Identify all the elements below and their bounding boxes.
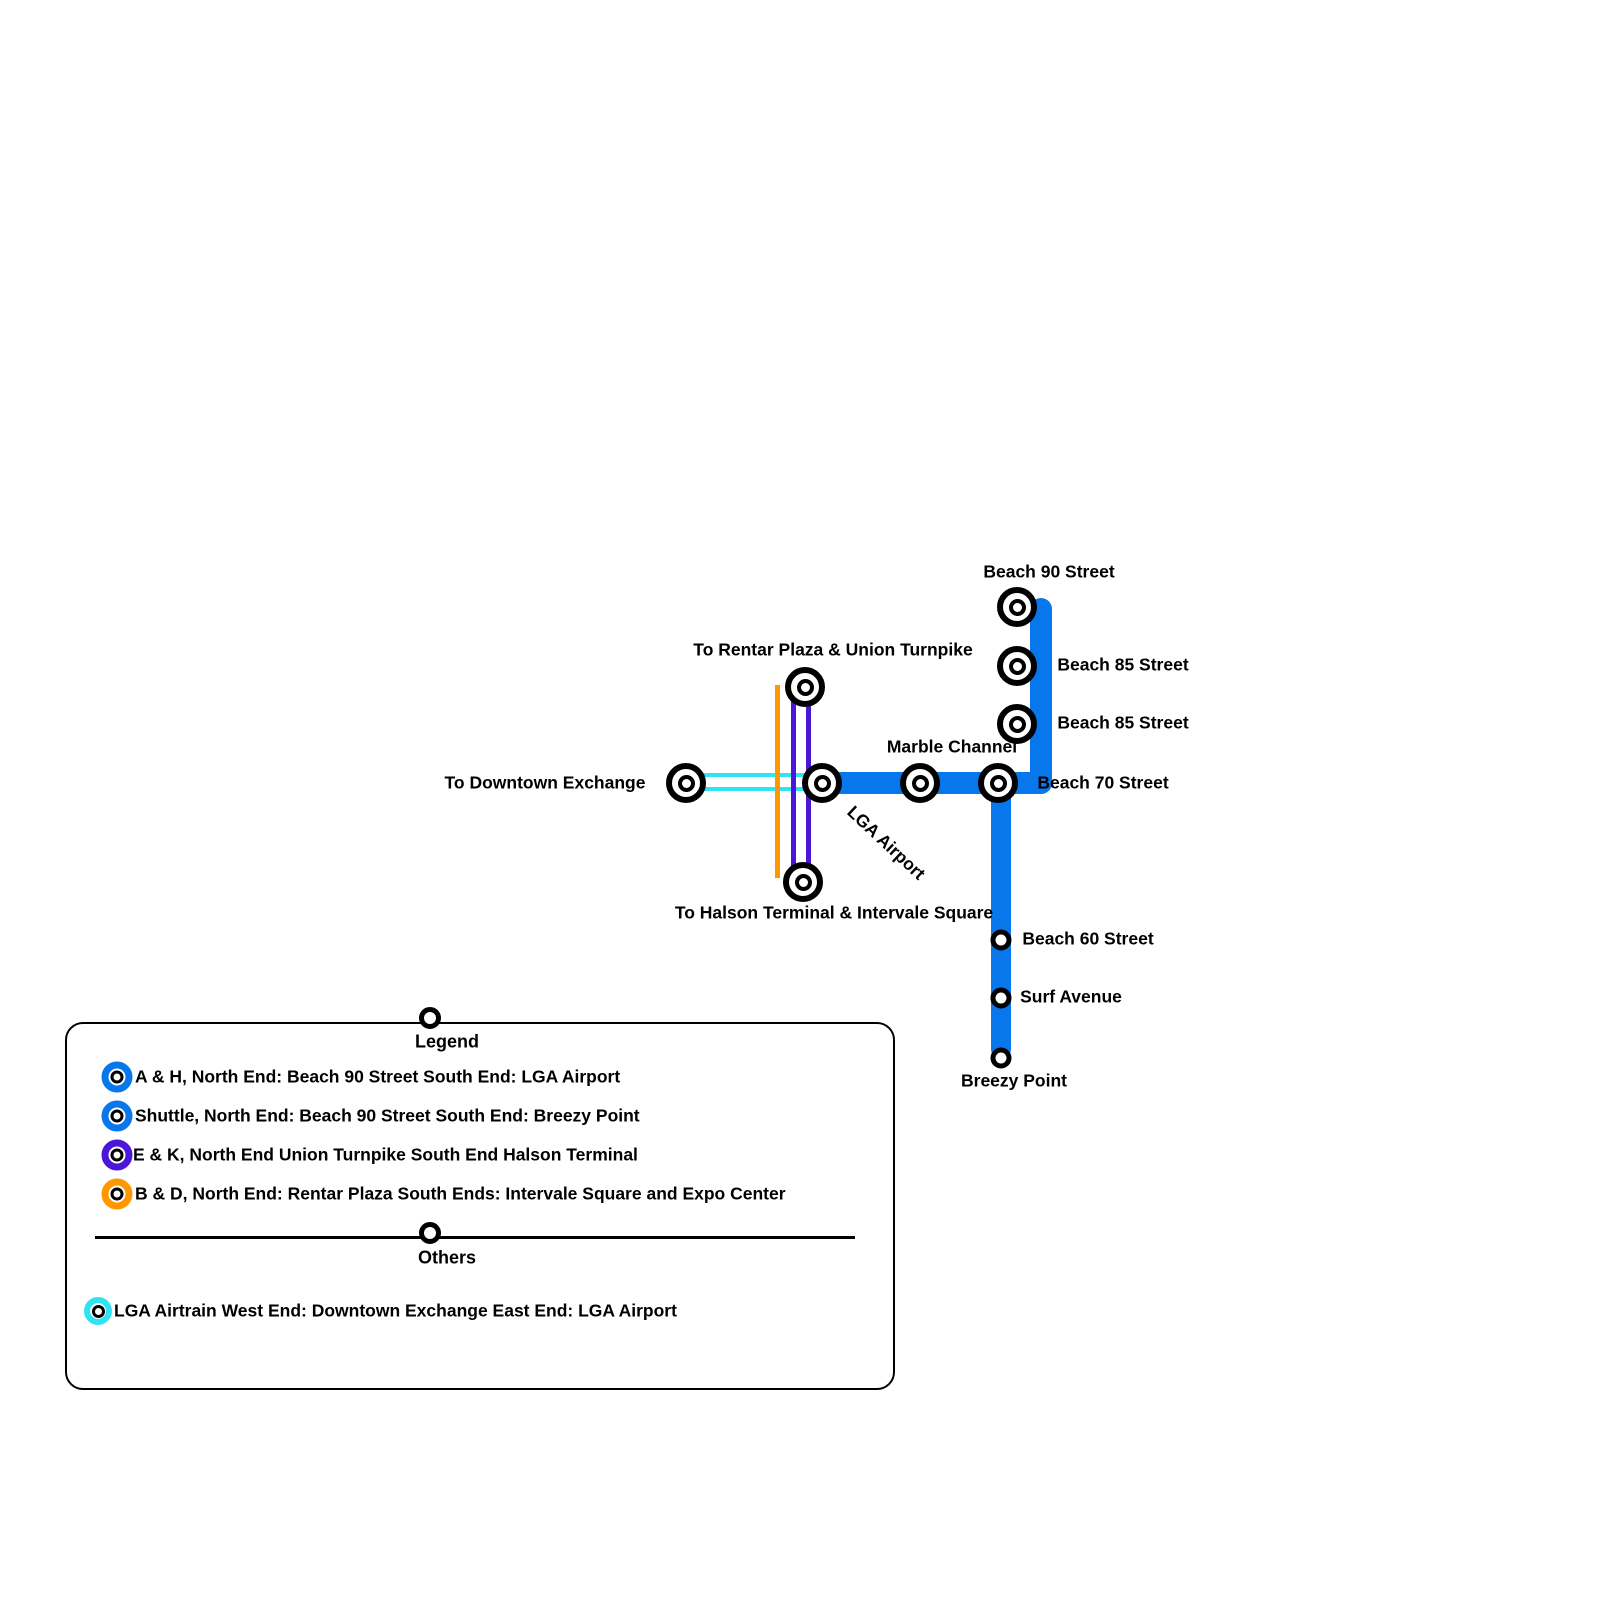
label-beach-90-street: Beach 90 Street — [983, 561, 1115, 582]
indigo-line-vertical-1 — [791, 685, 796, 878]
station-inner-ring — [1008, 657, 1026, 675]
legend-title: Legend — [414, 1031, 480, 1052]
legend-item-e-k: E & K, North End Union Turnpike South En… — [133, 1144, 638, 1165]
legend-others-title: Others — [417, 1247, 477, 1268]
station-inner-ring — [1008, 715, 1026, 733]
label-breezy-point: Breezy Point — [961, 1070, 1067, 1091]
label-halson-terminal-intervale-square: To Halson Terminal & Intervale Square — [674, 902, 994, 923]
station-inner-ring — [813, 774, 831, 792]
station-surf-avenue — [990, 987, 1012, 1009]
legend-icon-dot — [110, 1187, 124, 1201]
station-lga-airport — [802, 763, 842, 803]
station-inner-ring — [796, 678, 814, 696]
legend-icon-dot — [110, 1148, 124, 1162]
station-inner-ring — [1008, 598, 1026, 616]
label-beach-85-street-b: Beach 85 Street — [1057, 712, 1189, 733]
legend-icon-line-shuttle — [101, 1100, 133, 1132]
legend-icon-dot — [91, 1304, 105, 1318]
station-rentar-plaza-union-turnpike — [785, 667, 825, 707]
blue-line-vertical-south — [991, 783, 1011, 1059]
station-breezy-point — [990, 1047, 1012, 1069]
legend-icon-dot — [110, 1109, 124, 1123]
label-downtown-exchange: To Downtown Exchange — [444, 772, 646, 793]
label-lga-airport: LGA Airport — [843, 801, 930, 884]
legend-box — [65, 1022, 895, 1390]
station-inner-ring — [989, 774, 1007, 792]
legend-others-marker-icon — [419, 1222, 441, 1244]
station-downtown-exchange — [666, 763, 706, 803]
station-inner-ring — [677, 774, 695, 792]
station-halson-terminal-intervale-square — [783, 862, 823, 902]
airtrain-line-top — [700, 773, 822, 777]
label-beach-85-street-a: Beach 85 Street — [1057, 654, 1189, 675]
legend-item-lga-airtrain: LGA Airtrain West End: Downtown Exchange… — [114, 1300, 677, 1321]
station-beach-85-street-b — [997, 704, 1037, 744]
legend-icon-line-b-d — [101, 1178, 133, 1210]
label-surf-avenue: Surf Avenue — [1020, 986, 1122, 1007]
station-inner-ring — [911, 774, 929, 792]
station-inner-ring — [794, 873, 812, 891]
label-beach-60-street: Beach 60 Street — [1022, 928, 1154, 949]
station-beach-60-street — [990, 929, 1012, 951]
station-beach-90-street — [997, 587, 1037, 627]
orange-line-vertical — [775, 685, 780, 878]
legend-item-a-h: A & H, North End: Beach 90 Street South … — [135, 1066, 621, 1087]
airtrain-line-bottom — [700, 787, 822, 791]
legend-divider — [95, 1236, 855, 1239]
legend-icon-line-e-k — [101, 1139, 133, 1171]
label-marble-channel: Marble Channel — [886, 736, 1018, 757]
label-beach-70-street: Beach 70 Street — [1037, 772, 1169, 793]
station-marble-channel — [900, 763, 940, 803]
label-rentar-plaza-union-turnpike: To Rentar Plaza & Union Turnpike — [693, 639, 973, 660]
legend-title-marker-icon — [419, 1007, 441, 1029]
blue-line-vertical-north — [1030, 598, 1052, 794]
legend-icon-line-a-h — [101, 1061, 133, 1093]
legend-icon-lga-airtrain — [84, 1297, 112, 1325]
station-beach-85-street-a — [997, 646, 1037, 686]
legend-icon-dot — [110, 1070, 124, 1084]
legend-item-shuttle: Shuttle, North End: Beach 90 Street Sout… — [135, 1105, 640, 1126]
station-beach-70-street — [978, 763, 1018, 803]
legend-item-b-d: B & D, North End: Rentar Plaza South End… — [135, 1183, 786, 1204]
